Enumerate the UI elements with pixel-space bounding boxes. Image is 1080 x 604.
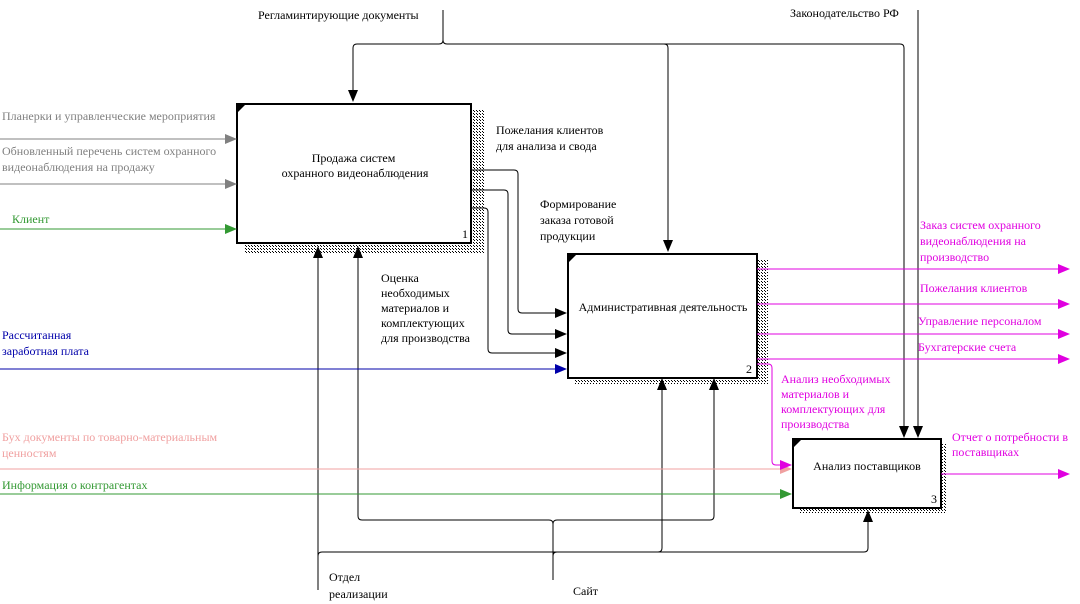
arrowhead <box>1058 354 1070 364</box>
arrowhead <box>709 378 719 390</box>
label-accounting: Бухгатерские счета <box>918 340 1017 354</box>
arrowhead <box>225 224 237 234</box>
mechanism-sales-dept-arrow[interactable] <box>317 258 869 590</box>
arrowhead <box>313 246 323 258</box>
label-site: Сайт <box>573 584 599 598</box>
label-updated-list: Обновленный перечень систем охранного ви… <box>2 144 219 174</box>
label-order-forming: Формирование заказа готовой продукции <box>540 197 619 243</box>
arrowhead <box>657 378 667 390</box>
arrowhead <box>555 364 567 374</box>
arrowhead <box>913 426 923 438</box>
label-accounting-docs: Бух документы по товарно-материальным це… <box>2 430 220 460</box>
flow-materials-analysis-arrow[interactable] <box>757 363 783 466</box>
block-3-title: Анализ поставщиков <box>813 459 921 473</box>
label-meetings: Планерки и управленческие мероприятия <box>2 109 216 123</box>
label-order-systems: Заказ систем охранного видеонаблюдения н… <box>920 218 1044 264</box>
label-staff-management: Управление персоналом <box>918 314 1042 328</box>
arrowhead <box>555 348 567 358</box>
label-supplier-report: Отчет о потребности в поставщиках <box>952 430 1071 459</box>
arrowhead <box>1058 329 1070 339</box>
arrowhead <box>225 179 237 189</box>
activity-block-1[interactable]: Продажа систем охранного видеонаблюдения… <box>236 103 472 244</box>
block-1-number: 1 <box>462 227 468 241</box>
mechanism-site-arrow[interactable] <box>357 258 715 580</box>
label-client-wishes-analysis: Пожелания клиентов для анализа и свода <box>496 123 606 153</box>
label-materials-analysis: Анализ необходимых материалов и комплект… <box>781 372 893 431</box>
label-legislation: Законодательство РФ <box>790 6 899 20</box>
flow-client-wishes-analysis-arrow[interactable] <box>471 169 558 314</box>
flow-order-forming-arrow[interactable] <box>471 189 558 335</box>
arrowhead <box>663 240 673 252</box>
block-3-number: 3 <box>931 492 937 506</box>
label-materials-estimate: Оценка необходимых материалов и комплект… <box>381 271 471 345</box>
arrowhead <box>348 90 358 102</box>
arrowhead <box>555 329 567 339</box>
activity-block-2[interactable]: Административная деятельность 2 <box>567 253 758 379</box>
label-client-wishes: Пожелания клиентов <box>920 281 1028 295</box>
block-2-title: Административная деятельность <box>579 300 748 314</box>
label-counterparty-info: Информация о контрагентах <box>2 478 147 492</box>
arrowhead <box>780 460 792 470</box>
label-client: Клиент <box>12 212 50 226</box>
block-1-title: Продажа систем охранного видеонаблюдения <box>282 151 429 180</box>
flow-materials-estimate-arrow[interactable] <box>471 207 558 354</box>
activity-block-3[interactable]: Анализ поставщиков 3 <box>792 438 942 509</box>
arrowhead <box>780 489 792 499</box>
label-regulating-docs: Регламинтирующие документы <box>258 8 419 22</box>
label-salary: Рассчитанная заработная плата <box>2 328 90 358</box>
arrowhead <box>1058 264 1070 274</box>
arrowhead <box>225 134 237 144</box>
arrowhead <box>899 426 909 438</box>
arrowhead <box>555 308 567 318</box>
block-2-number: 2 <box>746 362 752 376</box>
arrowhead <box>353 246 363 258</box>
arrowhead <box>1058 299 1070 309</box>
arrowhead <box>863 510 873 522</box>
control-regulating-docs-arrow[interactable] <box>352 10 905 430</box>
arrowhead <box>1058 469 1070 479</box>
label-sales-dept: Отдел реализации <box>329 570 388 601</box>
